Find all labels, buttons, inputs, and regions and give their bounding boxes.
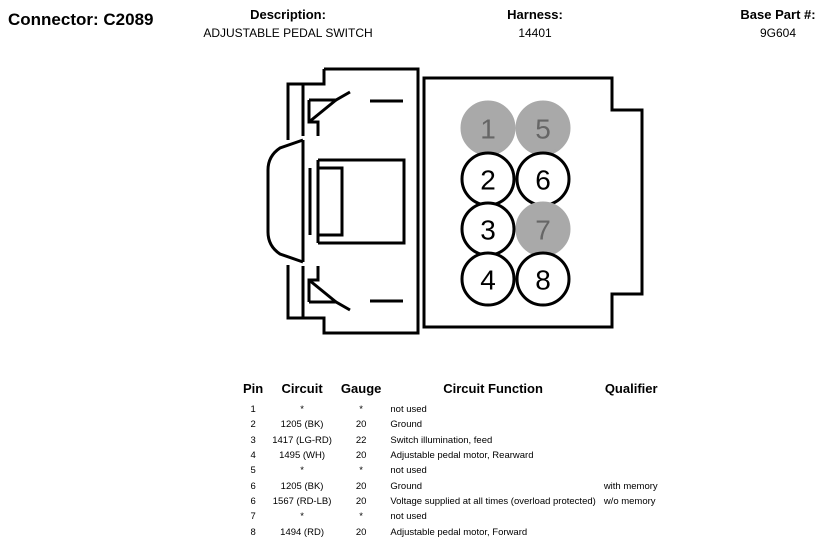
table-header-row: Pin Circuit Gauge Circuit Function Quali… bbox=[238, 381, 663, 402]
cell-qualifier bbox=[600, 402, 663, 417]
col-pin: Pin bbox=[243, 381, 264, 396]
cell-qualifier: with memory bbox=[603, 480, 658, 492]
table-row: 8 1494 (RD) 20 Adjustable pedal motor, Forw… bbox=[238, 524, 663, 539]
harness-label: Harness: bbox=[507, 7, 563, 22]
pin-number-6: 6 bbox=[535, 165, 551, 196]
cell-gauge: * bbox=[359, 404, 363, 416]
cell-circuit: 1494 (RD) bbox=[280, 526, 324, 538]
pin-cavity-4 bbox=[460, 251, 516, 307]
description-block: Description: ADJUSTABLE PEDAL SWITCH bbox=[188, 7, 388, 40]
cell-circuit: 1205 (BK) bbox=[280, 480, 324, 492]
connector-diagram: 1 2 3 4 5 6 7 8 bbox=[266, 67, 644, 335]
cell-gauge: 22 bbox=[355, 434, 367, 446]
pin-number-8: 8 bbox=[535, 265, 551, 296]
cell-function: Ground bbox=[390, 419, 423, 431]
table-row: 7 * * not used bbox=[238, 509, 663, 524]
cell-pin: 2 bbox=[250, 419, 256, 431]
table-row: 4 1495 (WH) 20 Adjustable pedal motor, Rear… bbox=[238, 448, 663, 463]
table-row: 6 1205 (BK) 20 Ground with memory bbox=[238, 478, 663, 493]
col-gauge: Gauge bbox=[340, 381, 382, 396]
cell-qualifier: w/o memory bbox=[603, 495, 656, 507]
table-row: 3 1417 (LG-RD) 22 Switch illumination, feed bbox=[238, 433, 663, 448]
cell-qualifier bbox=[600, 448, 663, 463]
cell-function: Switch illumination, feed bbox=[390, 434, 493, 446]
cell-pin: 3 bbox=[250, 434, 256, 446]
cell-function: not used bbox=[390, 404, 427, 416]
pinout-table: Pin Circuit Gauge Circuit Function Quali… bbox=[238, 381, 663, 540]
cell-gauge: 20 bbox=[355, 495, 367, 507]
description-label: Description: bbox=[250, 7, 326, 22]
cell-function: Adjustable pedal motor, Forward bbox=[390, 526, 528, 538]
cell-circuit: 1495 (WH) bbox=[279, 450, 326, 462]
cell-pin: 5 bbox=[250, 465, 256, 477]
harness-value: 14401 bbox=[518, 26, 552, 40]
pin-cavities: 1 2 3 4 5 6 7 8 bbox=[460, 100, 571, 307]
cell-qualifier bbox=[600, 417, 663, 432]
cell-function: not used bbox=[390, 511, 427, 523]
cell-gauge: 20 bbox=[355, 419, 367, 431]
col-function: Circuit Function bbox=[443, 381, 543, 396]
pin-number-2: 2 bbox=[480, 165, 496, 196]
cell-pin: 4 bbox=[250, 450, 256, 462]
cell-function: not used bbox=[390, 465, 427, 477]
pin-number-4: 4 bbox=[480, 265, 496, 296]
base-part-block: Base Part #: 9G604 bbox=[730, 7, 826, 40]
harness-block: Harness: 14401 bbox=[485, 7, 585, 40]
cell-pin: 8 bbox=[250, 526, 256, 538]
cell-qualifier bbox=[600, 524, 663, 539]
pin-number-1: 1 bbox=[480, 114, 496, 145]
table-row: 2 1205 (BK) 20 Ground bbox=[238, 417, 663, 432]
cell-gauge: 20 bbox=[355, 480, 367, 492]
cell-pin: 6 bbox=[250, 495, 256, 507]
cell-pin: 1 bbox=[250, 404, 256, 416]
cell-pin: 6 bbox=[250, 480, 256, 492]
pin-number-7: 7 bbox=[535, 215, 551, 246]
cell-circuit: * bbox=[300, 511, 304, 523]
cell-function: Ground bbox=[390, 480, 423, 492]
description-value: ADJUSTABLE PEDAL SWITCH bbox=[203, 26, 373, 40]
cell-gauge: * bbox=[359, 465, 363, 477]
pin-cavity-8 bbox=[515, 251, 571, 307]
cell-circuit: * bbox=[300, 465, 304, 477]
pin-number-3: 3 bbox=[480, 215, 496, 246]
col-qualifier: Qualifier bbox=[604, 381, 658, 396]
cell-gauge: 20 bbox=[355, 526, 367, 538]
cell-gauge: * bbox=[359, 511, 363, 523]
cell-qualifier bbox=[600, 433, 663, 448]
cell-circuit: 1205 (BK) bbox=[280, 419, 324, 431]
cell-function: Adjustable pedal motor, Rearward bbox=[390, 450, 534, 462]
table-row: 5 * * not used bbox=[238, 463, 663, 478]
cell-function: Voltage supplied at all times (overload … bbox=[390, 495, 596, 507]
connector-housing bbox=[266, 67, 644, 335]
base-part-label: Base Part #: bbox=[740, 7, 816, 22]
cell-qualifier bbox=[600, 509, 663, 524]
cell-circuit: 1567 (RD-LB) bbox=[272, 495, 332, 507]
cell-pin: 7 bbox=[250, 511, 256, 523]
pin-number-5: 5 bbox=[535, 114, 551, 145]
cell-qualifier bbox=[600, 463, 663, 478]
cell-circuit: 1417 (LG-RD) bbox=[272, 434, 332, 446]
cell-circuit: * bbox=[300, 404, 304, 416]
col-circuit: Circuit bbox=[281, 381, 323, 396]
cell-gauge: 20 bbox=[355, 450, 367, 462]
base-part-value: 9G604 bbox=[759, 26, 797, 40]
table-row: 1 * * not used bbox=[238, 402, 663, 417]
connector-title: Connector: C2089 bbox=[8, 10, 154, 29]
table-row: 6 1567 (RD-LB) 20 Voltage supplied at all t… bbox=[238, 494, 663, 509]
